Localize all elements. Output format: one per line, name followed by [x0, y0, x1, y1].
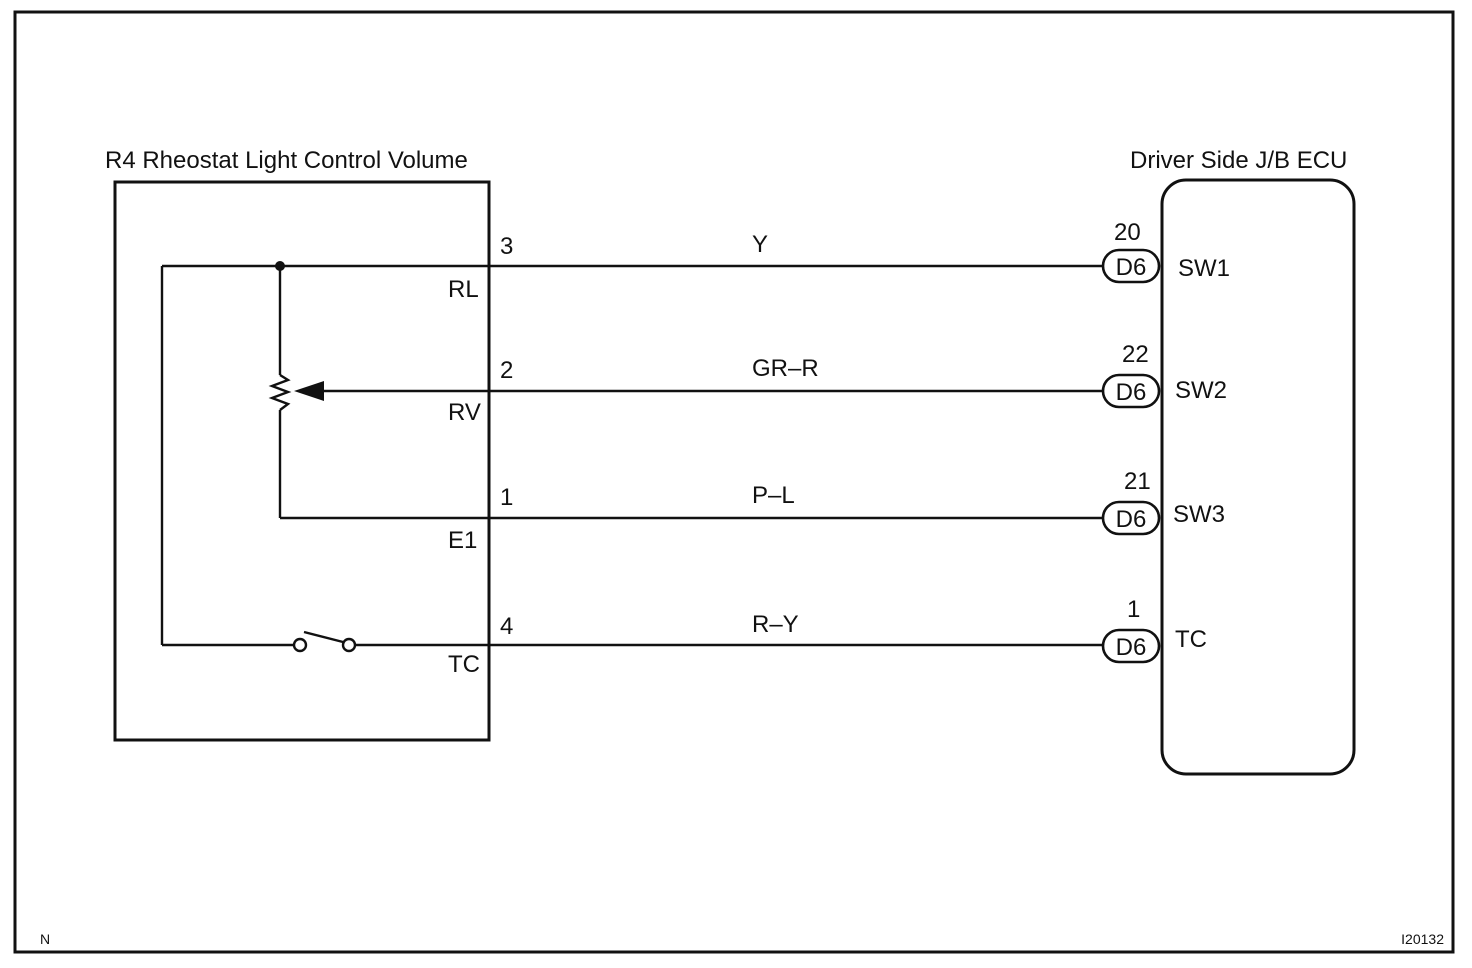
right-pin-name: TC — [1175, 626, 1207, 653]
left-component-title: R4 Rheostat Light Control Volume — [105, 147, 468, 174]
left-pin-number: 1 — [500, 484, 513, 511]
connector-badge — [1101, 248, 1161, 284]
connector-badge — [1101, 628, 1161, 664]
right-pin-number: 1 — [1127, 596, 1140, 623]
footer-right-code: I20132 — [1401, 931, 1444, 947]
left-pin-name: RV — [448, 399, 481, 426]
left-pin-number: 4 — [500, 613, 513, 640]
right-pin-number: 20 — [1114, 219, 1141, 246]
rheostat-internal-circuit — [160, 261, 489, 653]
ecu-box — [1160, 178, 1356, 776]
connector-code: D6 — [1116, 254, 1147, 281]
connector-badge — [1101, 500, 1161, 536]
connector-code: D6 — [1116, 634, 1147, 661]
right-pin-number: 21 — [1124, 468, 1151, 495]
left-pins: 3 RL 2 RV 1 E1 4 TC — [448, 233, 513, 678]
footer-left-code: N — [40, 931, 50, 947]
connector-code: D6 — [1116, 379, 1147, 406]
right-component-title: Driver Side J/B ECU — [1130, 147, 1347, 174]
right-pin-name: SW3 — [1173, 501, 1225, 528]
rheostat-box — [113, 180, 491, 742]
switch-contact-left — [292, 637, 308, 653]
left-pin-name: RL — [448, 276, 479, 303]
wire-color-code: R–Y — [752, 611, 799, 638]
left-pin-number: 2 — [500, 357, 513, 384]
right-pin-name: SW2 — [1175, 377, 1227, 404]
external-wires: Y GR–R P–L R–Y — [489, 231, 1103, 647]
left-pin-number: 3 — [500, 233, 513, 260]
connector-badge — [1101, 373, 1161, 409]
left-pin-name: TC — [448, 651, 480, 678]
wire-color-code: P–L — [752, 482, 795, 509]
wire-color-code: Y — [752, 231, 768, 258]
connector-code: D6 — [1116, 506, 1147, 533]
outer-frame — [13, 10, 1455, 954]
right-pins: 20 D6 SW1 22 D6 SW2 21 D6 SW3 1 D6 TC — [1101, 219, 1230, 664]
left-pin-name: E1 — [448, 527, 477, 554]
wire-color-code: GR–R — [752, 355, 819, 382]
wiper-arrow-icon — [294, 381, 324, 401]
right-pin-name: SW1 — [1178, 255, 1230, 282]
switch-contact-right — [341, 637, 357, 653]
right-pin-number: 22 — [1122, 341, 1149, 368]
switch-lever-icon — [303, 630, 344, 644]
resistor-icon — [268, 373, 292, 411]
